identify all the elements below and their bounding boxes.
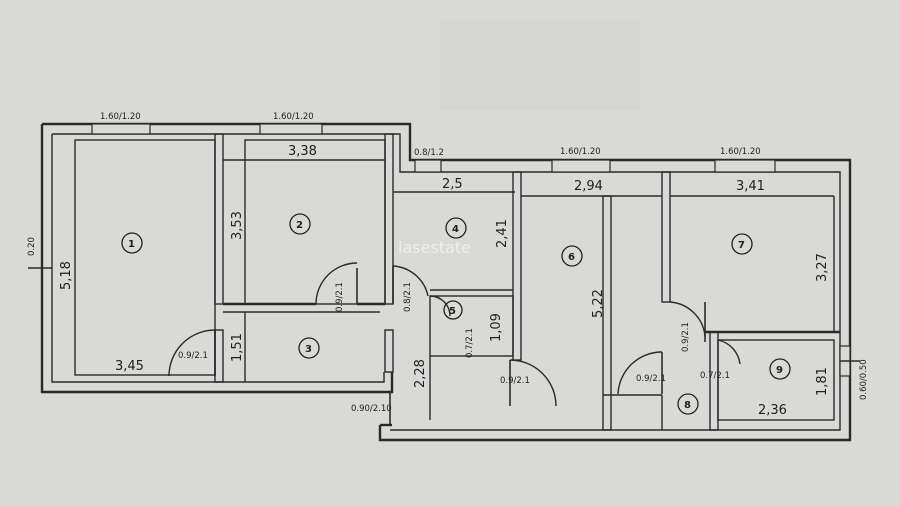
background-text-ghost <box>440 20 640 110</box>
room-number-2: 2 <box>296 220 303 231</box>
windows <box>28 123 860 377</box>
dim-r5-height: 1,09 <box>489 313 504 342</box>
dim-r9-width: 2,36 <box>758 403 787 418</box>
dim-r2-width: 3,38 <box>288 144 317 159</box>
dim-r1-width: 3,45 <box>115 359 144 374</box>
room-number-3: 3 <box>305 344 312 355</box>
door-label-r4: 0.8/2.1 <box>403 282 413 312</box>
room-numbers: 1 2 3 4 5 6 7 8 9 <box>121 213 791 415</box>
window-label-left: 0.20 <box>27 237 37 256</box>
dim-r7-height: 3,27 <box>815 253 830 282</box>
watermark: lasestate <box>398 238 471 257</box>
room-number-1: 1 <box>128 239 135 250</box>
dim-r9-height: 1,81 <box>815 367 830 396</box>
window-label-5: 1.60/1.20 <box>720 147 761 157</box>
window-room2 <box>259 123 323 135</box>
window-label-4: 1.60/1.20 <box>560 147 601 157</box>
window-room4 <box>414 159 442 173</box>
window-label-3: 0.8/1.2 <box>414 148 444 158</box>
window-room7 <box>714 159 776 173</box>
window-label-right: 0.60/0.50 <box>859 359 869 400</box>
door-label-r8: 0.9/2.1 <box>636 374 666 384</box>
room-number-4: 4 <box>452 224 459 235</box>
dim-r3-height: 1,51 <box>230 333 245 362</box>
door-label-r5: 0.7/2.1 <box>465 328 475 358</box>
dim-hall-height: 2,28 <box>413 359 428 388</box>
room-number-6: 6 <box>568 252 575 263</box>
window-labels: 1.60/1.20 1.60/1.20 0.8/1.2 1.60/1.20 1.… <box>27 112 869 400</box>
window-label-1: 1.60/1.20 <box>100 112 141 122</box>
dim-r7-width: 3,41 <box>736 179 765 194</box>
dim-r4-width: 2,5 <box>442 177 463 192</box>
door-label-r1: 0.9/2.1 <box>178 351 208 361</box>
dim-r1-height: 5,18 <box>59 261 74 290</box>
dim-r2-height: 3,53 <box>230 211 245 240</box>
room-number-7: 7 <box>738 240 745 251</box>
door-labels: 0.9/2.1 0.9/2.1 0.8/2.1 0.7/2.1 0.9/2.1 … <box>178 282 730 414</box>
window-room1 <box>91 123 151 135</box>
dim-r4-height: 2,41 <box>495 219 510 248</box>
door-label-entry: 0.9/2.1 <box>500 376 530 386</box>
room-number-9: 9 <box>776 365 783 376</box>
door-label-r9: 0.7/2.1 <box>700 371 730 381</box>
window-room6 <box>551 159 611 173</box>
door-label-r7: 0.9/2.1 <box>681 322 691 352</box>
door-label-front: 0.90/2.10 <box>351 404 392 414</box>
dim-r6-width: 2,94 <box>574 179 603 194</box>
room-number-8: 8 <box>684 400 691 411</box>
door-label-r2: 0.9/2.1 <box>335 282 345 312</box>
dimension-labels: 5,18 3,45 3,38 3,53 1,51 2,5 2,41 1,09 2… <box>59 144 830 418</box>
room-number-5: 5 <box>449 306 456 317</box>
window-label-2: 1.60/1.20 <box>273 112 314 122</box>
interior-walls <box>74 133 840 431</box>
dim-r6-height: 5,22 <box>591 289 606 318</box>
door-swings <box>168 262 741 425</box>
